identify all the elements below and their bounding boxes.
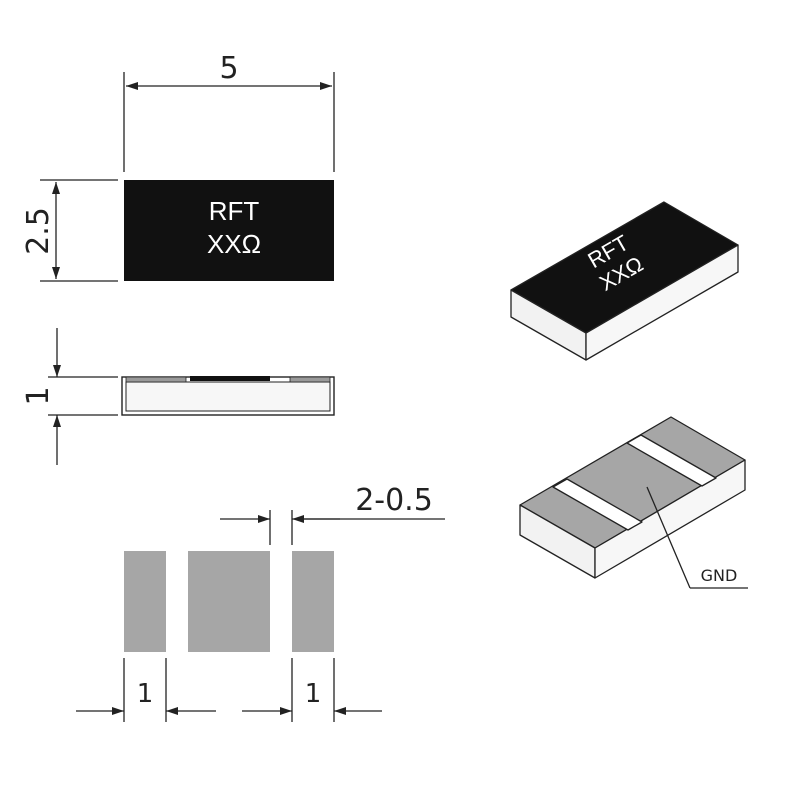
width-dimension bbox=[40, 179, 118, 282]
gap-left bbox=[166, 551, 188, 652]
iso-top-side-face bbox=[585, 244, 739, 361]
pad-right-label: 1 bbox=[305, 679, 322, 709]
gap-right bbox=[270, 551, 292, 652]
side-pad-left bbox=[125, 376, 187, 383]
pad-left-dimension bbox=[76, 658, 216, 722]
thickness-label: 1 bbox=[21, 386, 56, 405]
iso-bottom-view bbox=[519, 416, 748, 589]
pad-right-dimension bbox=[242, 658, 382, 722]
side-pad-right bbox=[289, 376, 331, 383]
pad-left-label: 1 bbox=[137, 679, 154, 709]
gap-dimension bbox=[220, 510, 445, 545]
iso-bottom-side-face bbox=[594, 459, 746, 579]
thickness-dimension bbox=[48, 328, 118, 465]
length-label: 5 bbox=[219, 51, 238, 86]
top-marking-line1: RFT bbox=[209, 196, 260, 226]
top-view: RFT XXΩ 5 2.5 bbox=[21, 51, 335, 282]
iso-gap-left bbox=[552, 478, 643, 531]
gap-label: 2-0.5 bbox=[355, 483, 433, 518]
side-inner bbox=[125, 381, 331, 412]
side-view: 1 bbox=[21, 328, 335, 465]
chip-top-body bbox=[124, 180, 334, 281]
side-top-layer bbox=[190, 376, 270, 381]
length-dimension bbox=[123, 72, 335, 172]
bottom-body bbox=[124, 551, 334, 652]
width-label: 2.5 bbox=[21, 207, 56, 255]
bottom-view: 2-0.5 1 1 bbox=[76, 483, 445, 722]
top-marking-line2: XXΩ bbox=[207, 229, 261, 259]
gnd-label: GND bbox=[701, 566, 738, 585]
iso-top-view: RFT XXΩ bbox=[510, 201, 739, 361]
gnd-leader bbox=[646, 486, 691, 589]
iso-gap-right bbox=[626, 434, 717, 487]
